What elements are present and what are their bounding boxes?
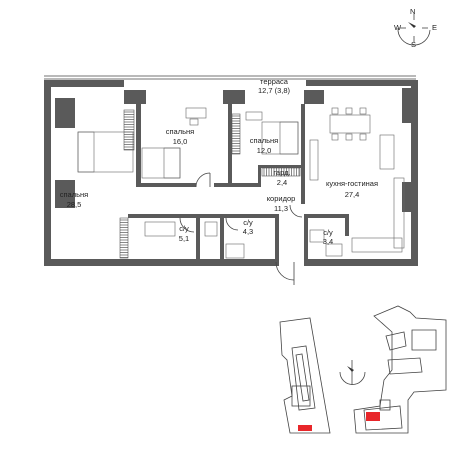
corridor-area: 11,3 (274, 204, 288, 213)
closet (123, 109, 135, 151)
svg-text:E: E (432, 23, 437, 32)
svg-text:N: N (410, 7, 415, 16)
furniture (77, 107, 405, 259)
terrace-name: терраса (260, 77, 289, 86)
closet (261, 167, 301, 177)
key-plan-map (279, 305, 447, 434)
bath1-area: 5,1 (179, 234, 189, 243)
bedroom3-area: 28,5 (67, 200, 82, 209)
terrace-area: 12,7 (3,8) (258, 86, 291, 95)
room-labels: терраса 12,7 (3,8) спальня 16,0 спальня … (60, 77, 378, 246)
svg-text:W: W (394, 23, 402, 32)
bath2-area: 4,3 (243, 227, 253, 236)
doors (179, 172, 303, 285)
bedroom2-area: 12,0 (257, 146, 272, 155)
closet (231, 113, 241, 155)
kitchen-name: кухня-гостиная (326, 179, 378, 188)
wardrobe-area: 2,4 (277, 178, 287, 187)
bedroom1-name: спальня (166, 127, 194, 136)
interior-walls (124, 90, 349, 262)
bedroom3-name: спальня (60, 190, 88, 199)
bath1-name: с/у (179, 224, 189, 233)
bath2-name: с/у (243, 218, 253, 227)
closet (119, 217, 129, 259)
wardrobe-name: гард. (273, 168, 290, 177)
compass-icon: N S W E (394, 7, 437, 49)
svg-text:S: S (411, 40, 416, 49)
kitchen-area: 27,4 (345, 190, 360, 199)
bedroom1-area: 16,0 (173, 137, 188, 146)
wardrobe-stripes (119, 109, 301, 259)
outer-walls (44, 75, 418, 266)
bath3-name: с/у (323, 228, 333, 237)
corridor-name: коридор (267, 194, 296, 203)
bath3-area: 3,4 (323, 237, 333, 246)
bedroom2-name: спальня (250, 136, 278, 145)
